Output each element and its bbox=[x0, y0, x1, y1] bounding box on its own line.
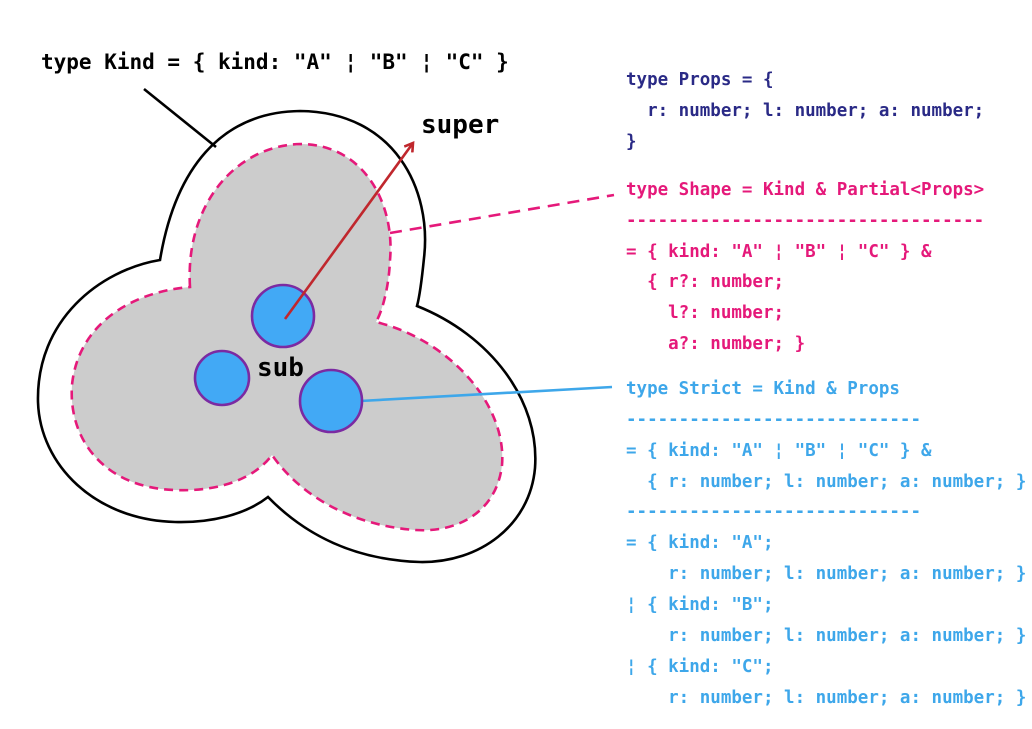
strict-code-line: r: number; l: number; a: number; } bbox=[626, 626, 1026, 646]
sub-label: sub bbox=[257, 353, 304, 383]
strict-code-block: type Strict = Kind & Props -------------… bbox=[626, 379, 1026, 708]
kind-outline bbox=[36, 109, 537, 564]
strict-instance-circle bbox=[298, 368, 364, 434]
props-code-line: type Props = { bbox=[626, 70, 774, 90]
shape-code-line: a?: number; } bbox=[626, 334, 805, 354]
shape-code-block: type Shape = Kind & Partial<Props> -----… bbox=[626, 180, 984, 354]
strict-code-line: = { kind: "A"; bbox=[626, 533, 774, 553]
strict-instance-circle bbox=[193, 349, 251, 407]
strict-code-line: r: number; l: number; a: number; } bbox=[626, 688, 1026, 708]
shape-connector-line bbox=[389, 193, 615, 235]
super-arrow bbox=[283, 143, 413, 320]
shape-code-line: type Shape = Kind & Partial<Props> bbox=[626, 180, 984, 200]
props-code-block: type Props = { r: number; l: number; a: … bbox=[626, 70, 984, 152]
strict-instance-circle bbox=[250, 283, 316, 349]
shape-code-divider: ---------------------------------- bbox=[626, 211, 984, 231]
strict-code-line: ¦ { kind: "C"; bbox=[626, 657, 774, 677]
strict-code-line: r: number; l: number; a: number; } bbox=[626, 564, 1026, 584]
super-label: super bbox=[421, 110, 499, 140]
shape-code-line: l?: number; bbox=[626, 303, 784, 323]
strict-code-line: ¦ { kind: "B"; bbox=[626, 595, 774, 615]
kind-pointer-line bbox=[143, 87, 217, 149]
kind-type-label: type Kind = { kind: "A" ¦ "B" ¦ "C" } bbox=[41, 50, 509, 74]
strict-code-line: { r: number; l: number; a: number; } bbox=[626, 472, 1026, 492]
strict-code-line: type Strict = Kind & Props bbox=[626, 379, 900, 399]
strict-connector-line bbox=[359, 385, 613, 403]
props-code-line: } bbox=[626, 132, 637, 152]
strict-code-line: = { kind: "A" ¦ "B" ¦ "C" } & bbox=[626, 441, 932, 461]
props-code-line: r: number; l: number; a: number; bbox=[626, 101, 984, 121]
strict-code-divider: ---------------------------- bbox=[626, 502, 921, 522]
shape-code-line: = { kind: "A" ¦ "B" ¦ "C" } & bbox=[626, 242, 932, 262]
strict-code-divider: ---------------------------- bbox=[626, 410, 921, 430]
shape-code-line: { r?: number; bbox=[626, 272, 784, 292]
